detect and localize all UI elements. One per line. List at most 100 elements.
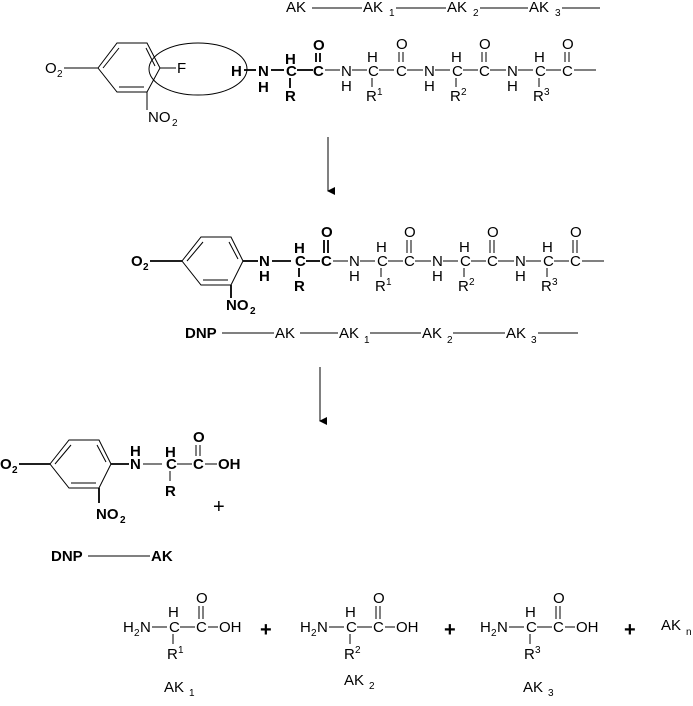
ak2-subscript: 2 — [369, 681, 375, 692]
n2-h: H — [424, 78, 435, 95]
ak3-subscript: 3 — [531, 335, 537, 346]
dnp-ak-label: DNP AK — [51, 548, 173, 565]
ak3-label: AK — [529, 0, 549, 16]
peptide-structure-top: H N H H C R O C N H H C R 1 O C N H H C … — [231, 36, 596, 105]
alpha-c: C — [169, 619, 180, 636]
carbonyl-c: C — [313, 63, 324, 80]
n2: N — [432, 253, 443, 270]
o2-o: O — [131, 253, 143, 270]
c1: C — [368, 63, 379, 80]
carbonyl-c: C — [373, 619, 384, 636]
amino-acid-ak1: H 2 N H C R 1 O C OH AK 1 — [123, 590, 242, 699]
c3: C — [535, 63, 546, 80]
amine-n: N — [317, 619, 328, 636]
co1: C — [404, 253, 415, 270]
c1-h: H — [367, 49, 378, 66]
no2-subscript: 2 — [172, 118, 178, 129]
n3-h: H — [507, 78, 518, 95]
dnp-label: DNP — [185, 325, 217, 342]
ak1-label: AK — [363, 0, 383, 16]
carbonyl-c: C — [196, 619, 207, 636]
r1-sup: 1 — [377, 87, 383, 98]
ak-label: AK — [275, 325, 295, 342]
r1-sup: 1 — [178, 645, 184, 656]
h2-subscript: 2 — [491, 628, 497, 639]
carbonyl-c: C — [321, 253, 332, 270]
n3-h: H — [515, 268, 526, 285]
co3: C — [570, 253, 581, 270]
dnp-amino-acid: O 2 NO 2 N H H C R O C OH — [0, 429, 241, 526]
amine-n: N — [140, 619, 151, 636]
side-r: R — [285, 88, 296, 105]
h2-h: H — [480, 619, 491, 636]
benzene-ring — [181, 236, 244, 286]
ring-double-bond — [96, 444, 107, 463]
alpha-c: C — [166, 456, 177, 473]
carbonyl-o: O — [373, 590, 385, 607]
alpha-h: H — [168, 604, 179, 621]
ak-label: AK — [286, 0, 306, 16]
n3: N — [507, 63, 518, 80]
r1-sup: 1 — [386, 277, 392, 288]
hydroxyl: OH — [218, 456, 241, 473]
ak2-label: AK — [422, 325, 442, 342]
hydroxyl: OH — [219, 619, 242, 636]
hydroxyl: OH — [576, 619, 599, 636]
carbonyl-c: C — [553, 619, 564, 636]
no2-subscript: 2 — [250, 306, 256, 317]
carbonyl-o: O — [193, 429, 205, 446]
plus-sign: + — [444, 619, 456, 641]
no2-no: NO — [96, 506, 119, 523]
alpha-c: C — [286, 63, 297, 80]
reaction-ellipse — [148, 42, 248, 96]
alpha-h: H — [345, 604, 356, 621]
ak1-label: AK — [164, 679, 184, 696]
amine-n: N — [497, 619, 508, 636]
dnp-peptide: O 2 NO 2 N H H C R O C N H H C R 1 O — [131, 224, 604, 317]
dnp-label: DNP — [51, 548, 83, 565]
co3: C — [562, 63, 573, 80]
r3-sup: 3 — [535, 645, 541, 656]
c2: C — [460, 253, 471, 270]
o1: O — [396, 36, 408, 53]
ak-label: AK — [151, 548, 173, 565]
no2-no: NO — [148, 109, 171, 126]
ak1-subscript: 1 — [364, 335, 370, 346]
alpha-h: H — [525, 604, 536, 621]
r3-sup: 3 — [552, 277, 558, 288]
fluorine: F — [177, 60, 186, 77]
r2-sup: 2 — [469, 277, 475, 288]
plus-sign: + — [624, 619, 636, 641]
o2-o: O — [45, 60, 57, 77]
co1: C — [396, 63, 407, 80]
carbonyl-o: O — [196, 590, 208, 607]
nh-h: H — [130, 443, 141, 460]
ak3-subscript: 3 — [555, 8, 561, 19]
akn-subscript: n — [686, 627, 692, 638]
alpha-c: C — [526, 619, 537, 636]
akn-label: AK — [661, 617, 681, 634]
n-bold: N — [259, 253, 270, 270]
plus-sign: + — [260, 619, 272, 641]
n1: N — [341, 63, 352, 80]
amino-acid-akn: AK n — [661, 617, 692, 638]
c1-h: H — [376, 239, 387, 256]
amino-acid-ak2: H 2 N H C R 2 O C OH AK 2 — [300, 590, 419, 692]
no2-no: NO — [226, 297, 249, 314]
nh-h: H — [259, 268, 270, 285]
ak3-label: AK — [506, 325, 526, 342]
plus-sign: + — [213, 496, 225, 518]
side-r: R — [165, 483, 176, 500]
ak3-subscript: 3 — [548, 688, 554, 699]
o2-subscript: 2 — [12, 465, 18, 476]
hydroxyl: OH — [396, 619, 419, 636]
alpha-h: H — [294, 240, 305, 257]
r3: R — [541, 278, 552, 295]
c1: C — [377, 253, 388, 270]
r3: R — [524, 646, 535, 663]
o1: O — [404, 224, 416, 241]
ak2-label: AK — [344, 672, 364, 689]
h2-h: H — [300, 619, 311, 636]
r2-sup: 2 — [461, 87, 467, 98]
